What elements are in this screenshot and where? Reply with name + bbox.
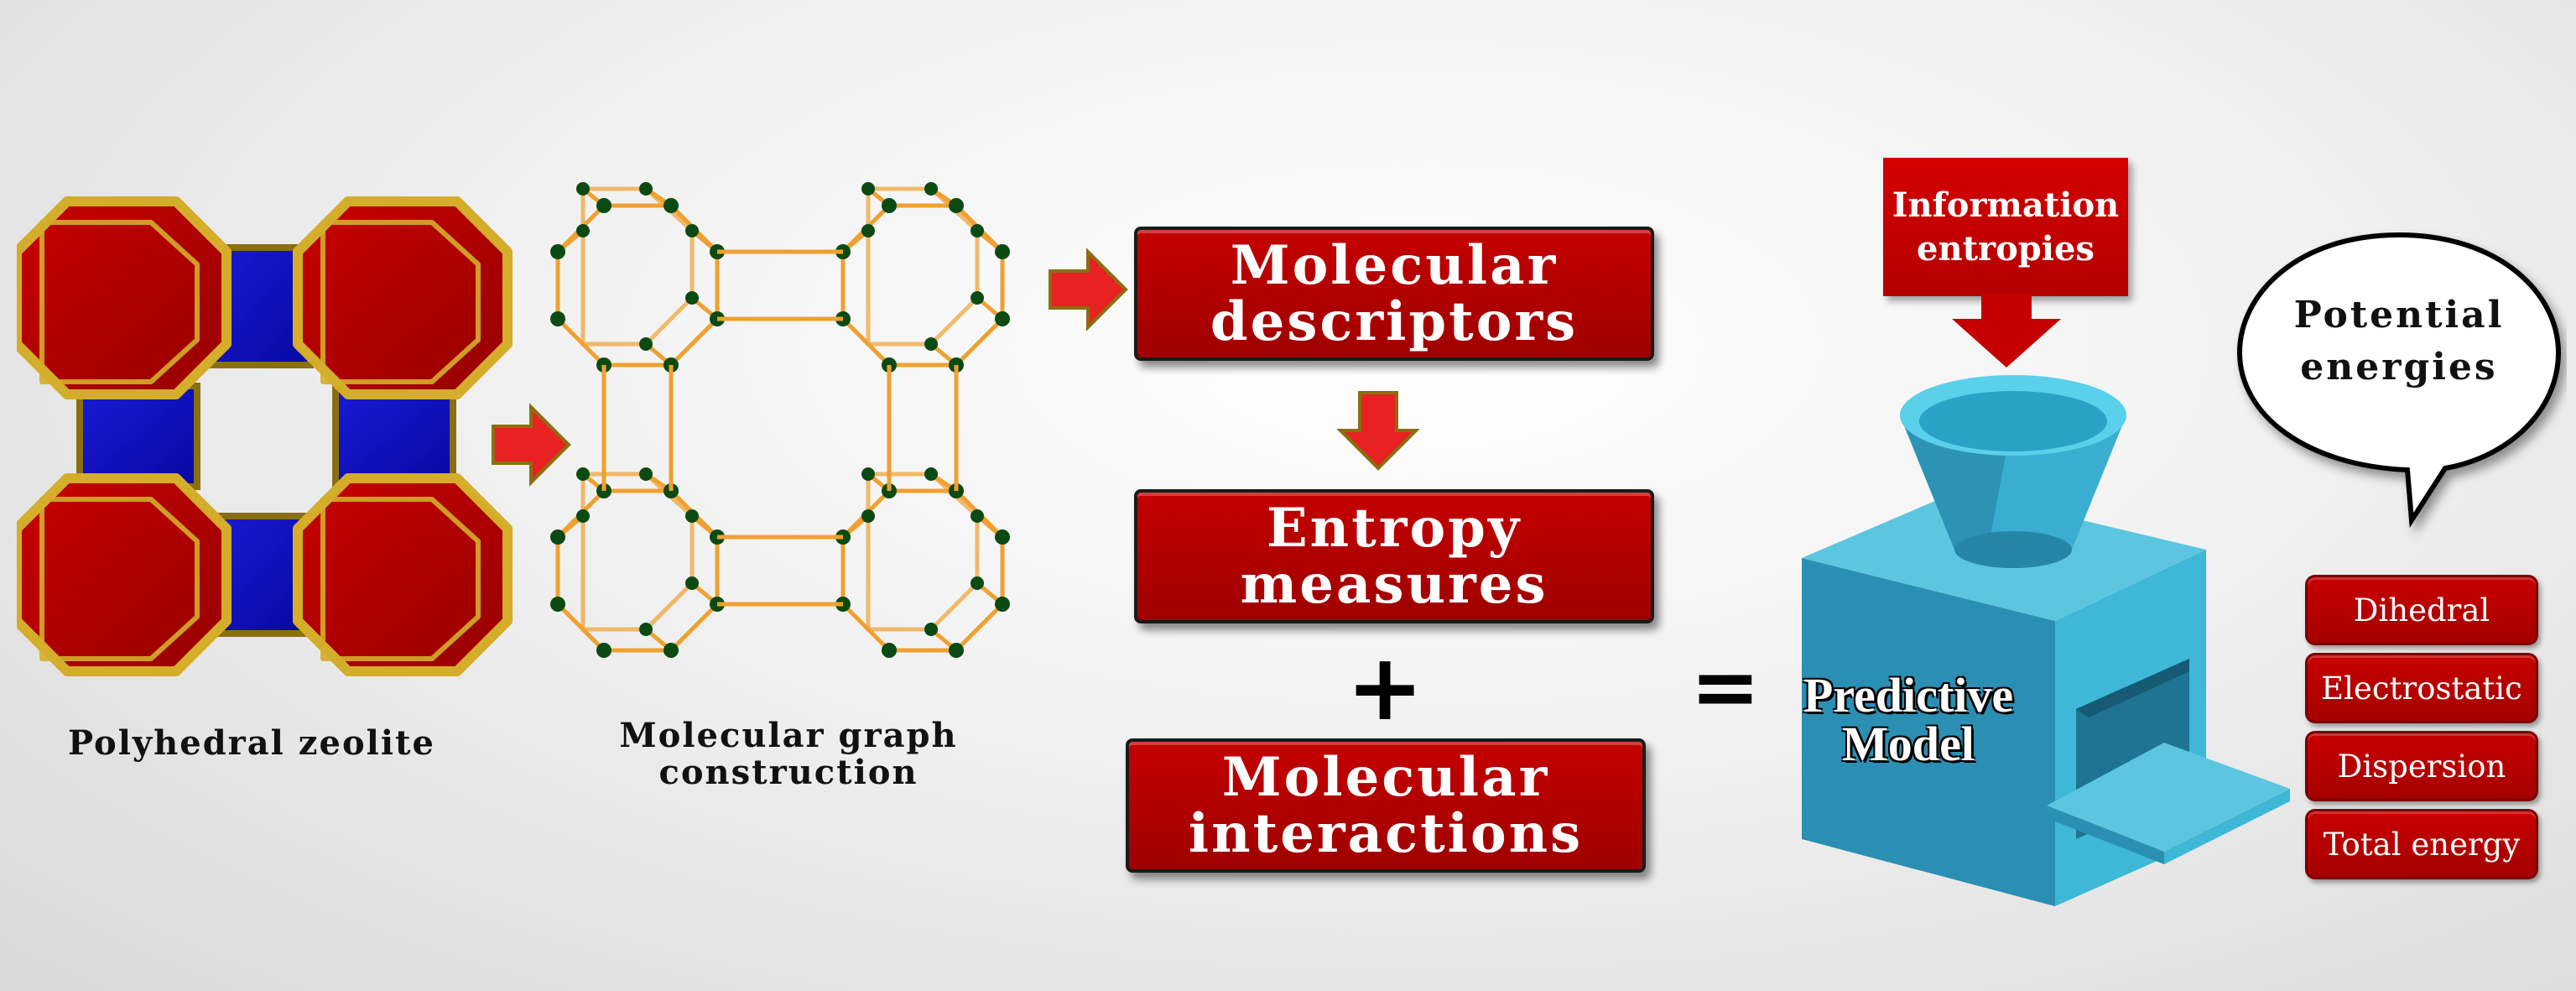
plus-sign: + [1346,634,1424,741]
info-line1: Information [1892,185,2120,225]
zeolite-caption: Polyhedral zeolite [68,723,435,763]
arrow-right-icon [492,403,571,487]
molecular-interactions-box: Molecular interactions [1126,738,1646,873]
entropy-line1: Entropy [1266,496,1522,560]
bubble-line1: Potential [2293,294,2505,336]
energy-dihedral: Dihedral [2305,575,2538,645]
bubble-line2: energies [2300,345,2498,389]
arrow-down-icon [1336,391,1420,471]
predictive-model-label: Predictive Model [1795,671,2022,769]
molecular-graph-illustration [545,180,1049,717]
graph-caption: Molecular graph construction [587,717,990,791]
polyhedral-zeolite-illustration [17,196,520,873]
information-entropies-box: Information entropies [1883,158,2128,296]
graph-caption-line2: construction [658,753,919,792]
energy-electrostatic: Electrostatic [2305,653,2538,723]
model-line2: Model [1842,717,1975,771]
entropy-line2: measures [1240,553,1548,616]
molecular-descriptors-box: Molecular descriptors [1134,227,1654,361]
predictive-model-machine [1802,375,2290,906]
model-line1: Predictive [1803,668,2014,722]
descriptors-line1: Molecular [1230,233,1559,297]
entropy-measures-box: Entropy measures [1134,489,1654,623]
potential-energies-text: Potential energies [2248,289,2550,393]
info-line2: entropies [1917,228,2095,269]
interactions-line2: interactions [1188,802,1584,865]
interactions-line1: Molecular [1221,745,1550,809]
arrow-down-icon [1952,294,2061,368]
graph-caption-line1: Molecular graph [619,716,958,755]
energy-total: Total energy [2305,809,2538,879]
speech-bubble [2236,232,2562,529]
descriptors-line2: descriptors [1210,290,1579,353]
energy-dispersion: Dispersion [2305,731,2538,801]
equals-sign: = [1690,638,1761,736]
arrow-right-icon [1049,248,1128,331]
